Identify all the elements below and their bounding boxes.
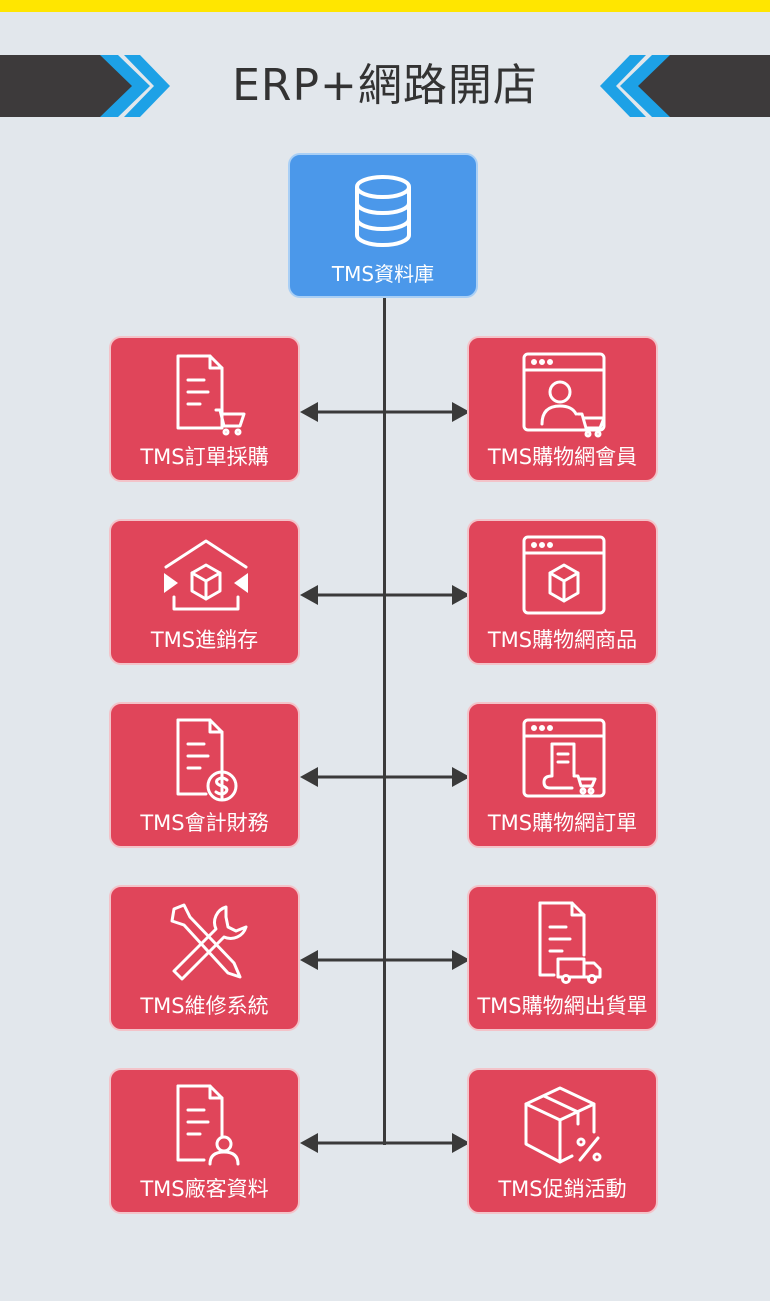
warehouse-box-icon (156, 531, 256, 621)
module-label: TMS購物網出貨單 (477, 994, 648, 1018)
database-node[interactable]: TMS資料庫 (288, 153, 478, 298)
module-label: TMS訂單採購 (140, 445, 269, 469)
connector-row-1 (300, 402, 470, 422)
module-label: TMS會計財務 (140, 811, 269, 835)
wrench-screwdriver-icon (156, 897, 256, 987)
module-promotions[interactable]: TMS促銷活動 (467, 1068, 658, 1214)
module-shop-products[interactable]: TMS購物網商品 (467, 519, 658, 665)
module-label: TMS購物網商品 (487, 628, 638, 652)
module-shop-shipping[interactable]: TMS購物網出貨單 (467, 885, 658, 1031)
document-truck-icon (514, 897, 614, 987)
database-icon (333, 165, 433, 255)
invoice-dollar-icon (156, 714, 256, 804)
top-yellow-bar (0, 0, 770, 12)
module-order-purchase[interactable]: TMS訂單採購 (109, 336, 300, 482)
document-user-icon (156, 1080, 256, 1170)
module-repair[interactable]: TMS維修系統 (109, 885, 300, 1031)
module-label: TMS進銷存 (150, 628, 259, 652)
purchase-order-cart-icon (156, 348, 256, 438)
module-label: TMS廠客資料 (140, 1177, 269, 1201)
browser-user-cart-icon (514, 348, 614, 438)
title-banner (0, 55, 770, 117)
module-accounting[interactable]: TMS會計財務 (109, 702, 300, 848)
module-label: TMS維修系統 (140, 994, 269, 1018)
connector-trunk (383, 298, 386, 1145)
module-shop-member[interactable]: TMS購物網會員 (467, 336, 658, 482)
module-label: TMS促銷活動 (498, 1177, 627, 1201)
box-percent-icon (514, 1080, 614, 1170)
module-label: TMS購物網訂單 (487, 811, 638, 835)
browser-receipt-cart-icon (514, 714, 614, 804)
connector-row-5 (300, 1133, 470, 1153)
module-customer-data[interactable]: TMS廠客資料 (109, 1068, 300, 1214)
module-label: TMS購物網會員 (487, 445, 638, 469)
browser-box-icon (514, 531, 614, 621)
module-shop-orders[interactable]: TMS購物網訂單 (467, 702, 658, 848)
database-label: TMS資料庫 (331, 262, 435, 286)
module-inventory[interactable]: TMS進銷存 (109, 519, 300, 665)
connector-row-3 (300, 767, 470, 787)
page-title: ERP+網路開店 (232, 60, 538, 111)
connector-row-4 (300, 950, 470, 970)
connector-row-2 (300, 585, 470, 605)
